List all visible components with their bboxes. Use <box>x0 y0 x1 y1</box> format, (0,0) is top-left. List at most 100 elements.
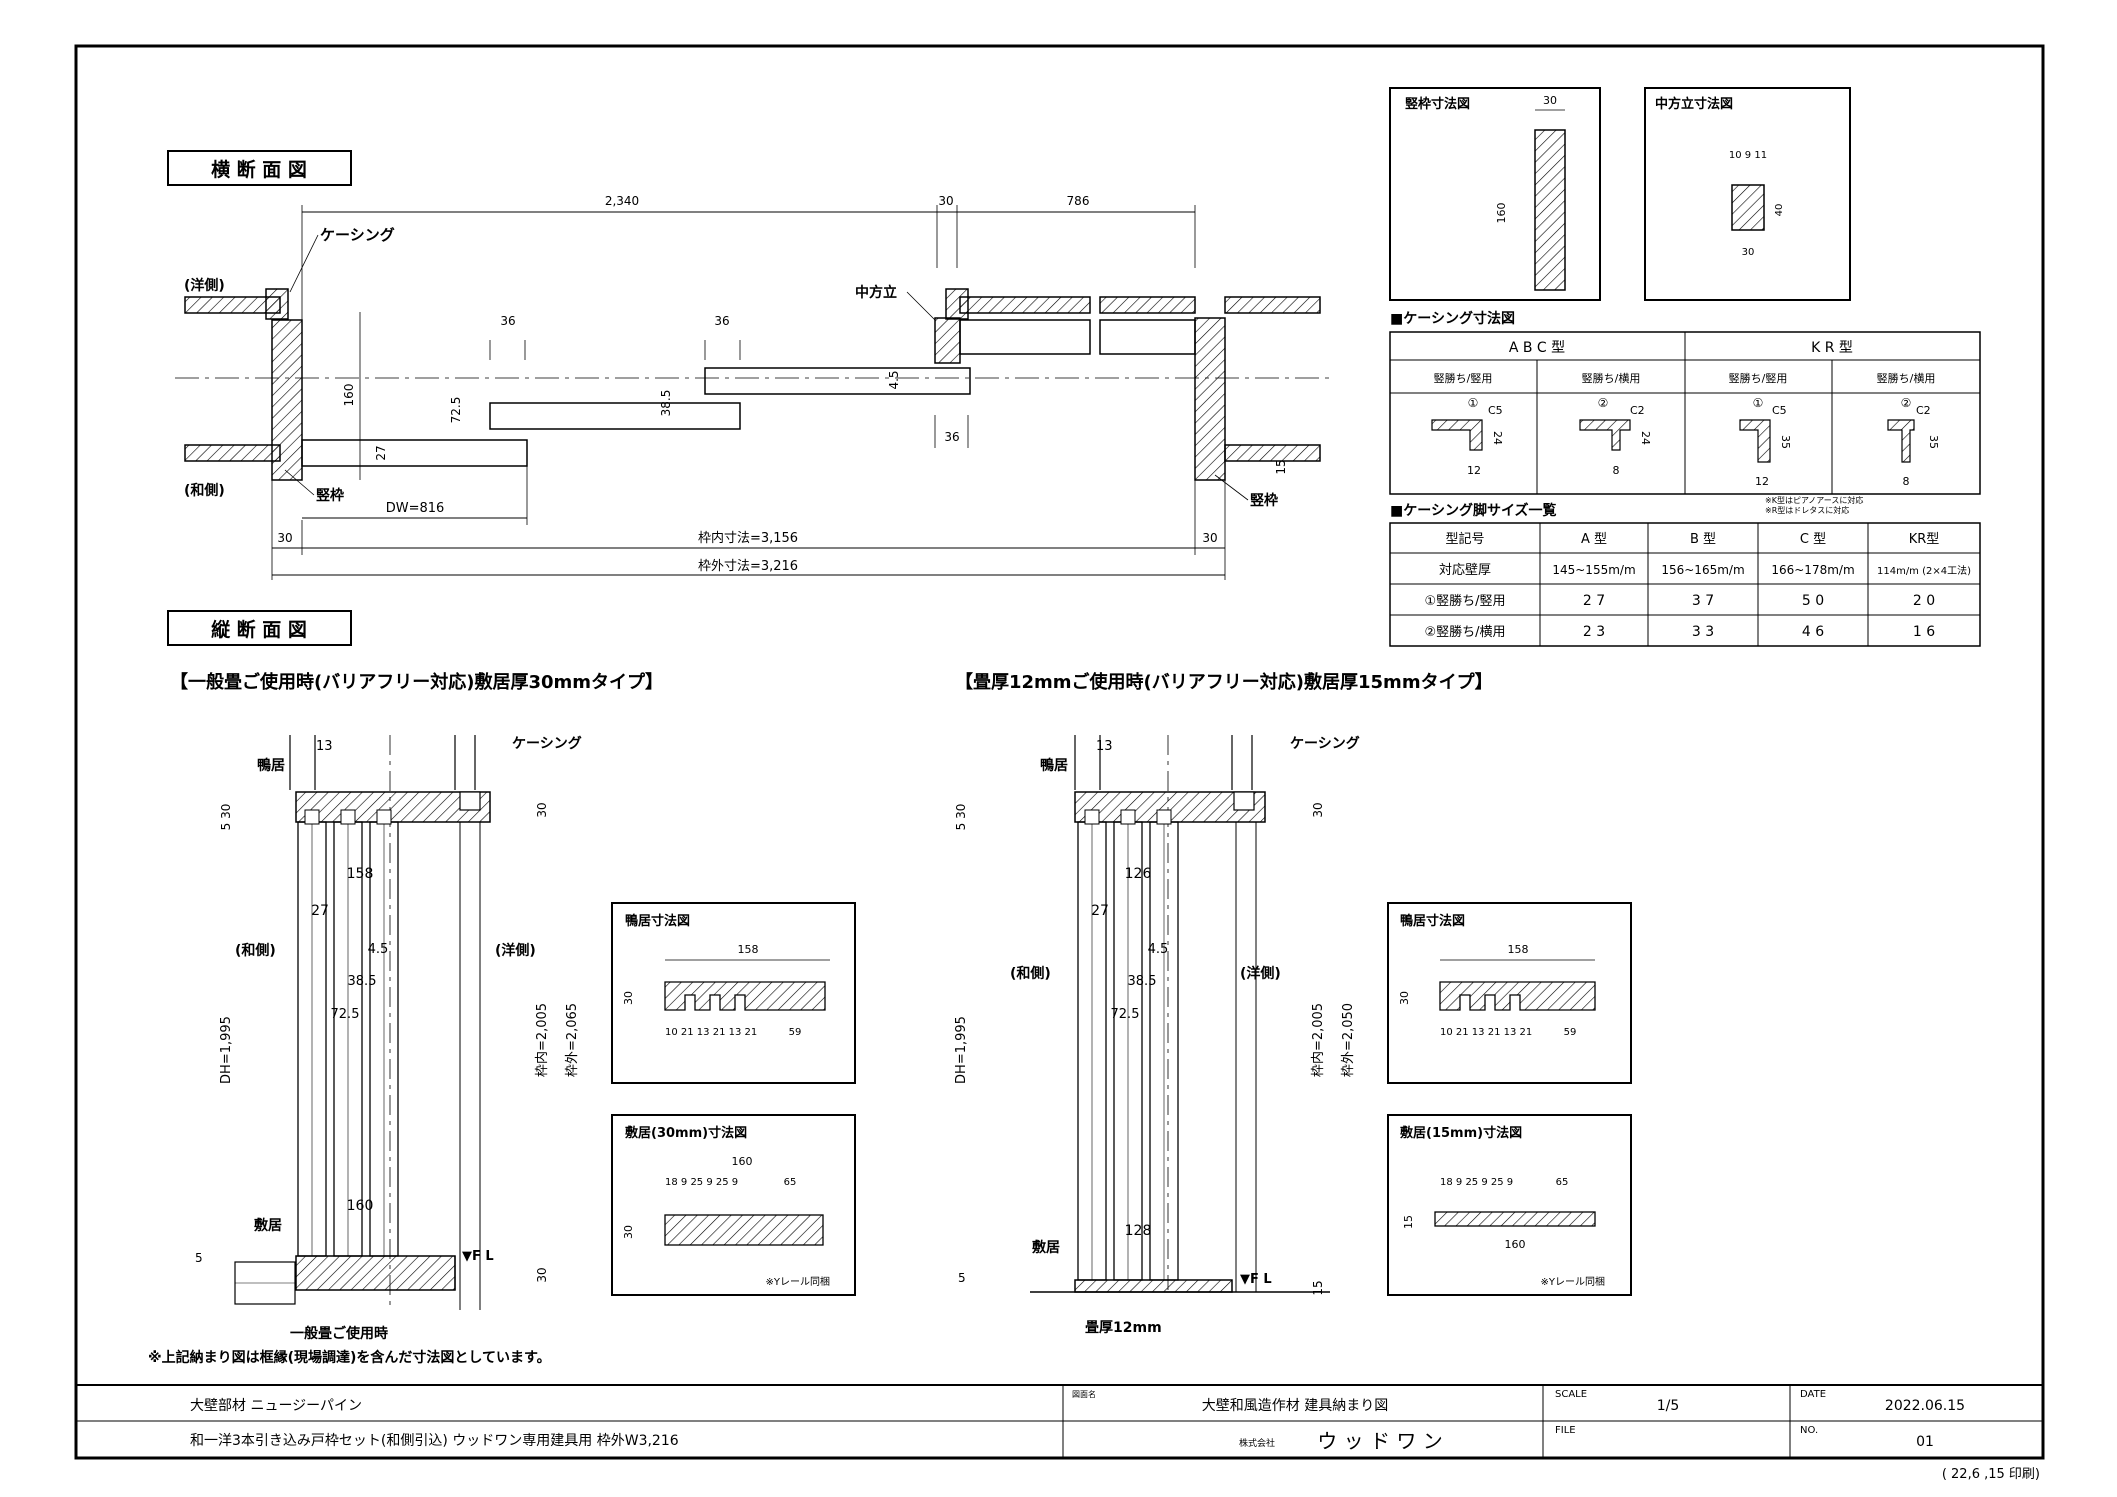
sill-right-dims: 18 9 25 9 25 9 <box>1440 1177 1513 1188</box>
lintel-right-w: 158 <box>1508 943 1529 956</box>
jamb-detail-title: 竪枠寸法図 <box>1405 96 1470 112</box>
horizontal-section: 横 断 面 図 2,340 30 786 36 <box>167 150 1330 580</box>
casing-sub-3: 竪勝ち/竪用 <box>1729 371 1788 385</box>
dim-dw: DW=816 <box>386 501 445 516</box>
dim-30-right: 30 <box>1202 531 1217 545</box>
label-western-side-h: (洋側) <box>184 277 225 294</box>
vl-wa: (和側) <box>235 942 276 959</box>
label-casing-h: ケーシング <box>320 226 395 244</box>
lintel-left-dims: 10 21 13 21 13 21 <box>665 1027 757 1038</box>
dim-72-5-h: 72.5 <box>449 397 463 424</box>
vl-dim-30a: 30 <box>535 802 549 817</box>
mullion-w: 30 <box>1742 247 1755 258</box>
lintel-right-59: 59 <box>1564 1027 1577 1038</box>
lintel-left-59: 59 <box>789 1027 802 1038</box>
date-value: 2022.06.15 <box>1885 1398 1965 1414</box>
vl-dim-158: 158 <box>347 866 374 882</box>
casing-table: ■ケーシング寸法図 A B C 型 K R 型 竪勝ち/竪用 竪勝ち/横用 竪勝… <box>1389 310 1981 495</box>
vl-dim-27: 27 <box>311 903 329 919</box>
center-mullion <box>934 317 961 364</box>
vr-fl: ▼F L <box>1240 1272 1272 1287</box>
leg-r2-0: ②竪勝ち/横用 <box>1424 625 1505 640</box>
title-line2: 和一洋3本引き込み戸枠セット(和側引込) ウッドワン専用建具用 枠外W3,216 <box>190 1433 679 1449</box>
vl-fl: ▼F L <box>462 1249 494 1264</box>
sill-detail-left: 敷居(30mm)寸法図 160 18 9 25 9 25 9 65 30 ※Yレ… <box>611 1114 856 1296</box>
casing-sub-1: 竪勝ち/竪用 <box>1434 371 1493 385</box>
vr-inner: 枠内=2,005 <box>1310 1003 1326 1077</box>
jamb-profile <box>1534 129 1566 291</box>
leg-r2-3: 4 6 <box>1802 624 1824 640</box>
mullion-detail: 中方立寸法図 10 9 11 40 30 <box>1644 87 1851 301</box>
vl-dim-72-5: 72.5 <box>331 1007 360 1022</box>
leg-r0-1: 145~155m/m <box>1552 563 1635 577</box>
casing-width-4: 8 <box>1903 475 1910 488</box>
casing-width-3: 12 <box>1755 475 1769 488</box>
casing-height-1: 24 <box>1491 431 1504 445</box>
casing-mark-4: ② <box>1901 396 1912 410</box>
vr-outer: 枠外=2,050 <box>1341 1003 1356 1077</box>
casing-sub-4: 竪勝ち/横用 <box>1877 371 1936 385</box>
vl-yo: (洋側) <box>495 942 536 959</box>
vl-dim-top: 5 30 <box>219 804 233 831</box>
vl-dim-13: 13 <box>316 739 333 754</box>
vr-dim-72-5: 72.5 <box>1111 1007 1140 1022</box>
sill-left-profile <box>664 1214 824 1246</box>
lintel-left-w: 158 <box>738 943 759 956</box>
sill-right-title: 敷居(15mm)寸法図 <box>1400 1125 1522 1141</box>
leg-r2-1: 2 3 <box>1583 624 1605 640</box>
vl-inner: 枠内=2,005 <box>534 1003 550 1077</box>
print-date: ( 22,6 ,15 印刷) <box>1942 1467 2040 1482</box>
leg-note-2: ※R型はドレタスに対応 <box>1765 505 1849 515</box>
jamb-w: 30 <box>1543 94 1557 107</box>
casing-sub-2: 竪勝ち/横用 <box>1582 371 1641 385</box>
vl-dim-5: 5 <box>195 1251 203 1265</box>
dim-outer-size: 枠外寸法=3,216 <box>698 559 798 574</box>
wall-western-right <box>1224 296 1321 314</box>
pocket-wall-2 <box>1099 319 1196 355</box>
pocket-wall <box>959 319 1091 355</box>
sill-left-h: 30 <box>622 1225 635 1239</box>
vr-yo: (洋側) <box>1240 965 1281 982</box>
vertical-section-left: 【一般畳ご使用時(バリアフリー対応)敷居厚30mmタイプ】 5 30 13 15… <box>170 671 663 1342</box>
leg-r0-0: 対応壁厚 <box>1439 563 1491 578</box>
vr-wa: (和側) <box>1010 965 1051 982</box>
leg-r1-4: 2 0 <box>1913 593 1935 609</box>
no-label: NO. <box>1800 1425 1818 1436</box>
dim-36-a: 36 <box>500 314 515 328</box>
left-sill <box>295 1255 456 1291</box>
scale-value: 1/5 <box>1657 1398 1680 1414</box>
casing-table-title: ■ケーシング寸法図 <box>1390 310 1515 327</box>
sill-right-65: 65 <box>1556 1177 1569 1188</box>
casing-width-2: 8 <box>1613 464 1620 477</box>
label-japanese-side-h: (和側) <box>184 482 225 499</box>
dim-160-h: 160 <box>342 384 356 407</box>
vl-dh: DH=1,995 <box>219 1016 234 1084</box>
lintel-detail-left: 鴨居寸法図 158 30 10 21 13 21 13 21 59 <box>611 902 856 1084</box>
vr-dim-38-5: 38.5 <box>1128 974 1157 989</box>
door-panel-3 <box>704 367 971 395</box>
dim-36-c: 36 <box>944 430 959 444</box>
leg-r0-2: 156~165m/m <box>1661 563 1744 577</box>
jamb-h: 160 <box>1495 203 1508 224</box>
vr-dim-27: 27 <box>1091 903 1109 919</box>
leg-r0-4: 114m/m (2×4工法) <box>1877 564 1971 577</box>
leg-h-0: 型記号 <box>1445 531 1484 547</box>
casing-mark-1: ① <box>1468 396 1479 410</box>
lintel-right-h: 30 <box>1398 991 1411 1005</box>
vr-casing: ケーシング <box>1290 735 1360 752</box>
door-panel-2 <box>489 402 741 430</box>
wall-western-mid2 <box>1099 296 1196 314</box>
sill-left-note: ※Yレール同梱 <box>766 1275 831 1288</box>
lintel-right-profile <box>1439 981 1596 1011</box>
vl-dim-160: 160 <box>347 1198 374 1214</box>
sill-right-h: 15 <box>1402 1215 1415 1229</box>
lintel-right-title: 鴨居寸法図 <box>1400 913 1465 929</box>
section-title-vertical: 縦 断 面 図 <box>211 618 307 641</box>
leg-r2-4: 1 6 <box>1913 624 1935 640</box>
dim-38-5-h: 38.5 <box>659 390 673 417</box>
casing-width-1: 12 <box>1467 464 1481 477</box>
vr-dim-30a: 30 <box>1311 802 1325 817</box>
leg-h-2: B 型 <box>1690 532 1716 547</box>
leg-r0-3: 166~178m/m <box>1771 563 1854 577</box>
